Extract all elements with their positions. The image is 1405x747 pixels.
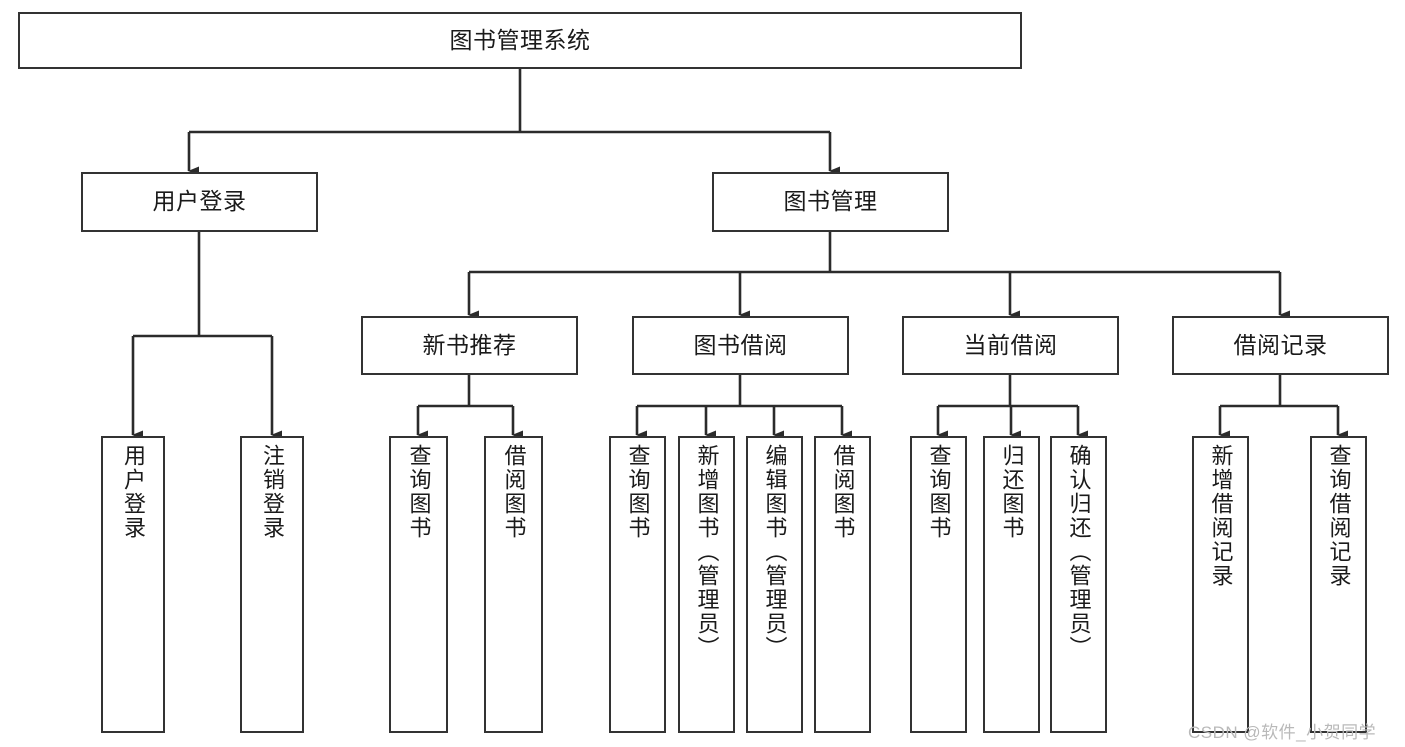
- node-leaf-borrow-book-rec[interactable]: 借阅图书: [484, 436, 543, 733]
- node-leaf-edit-book[interactable]: 编辑图书（管理员）: [746, 436, 803, 733]
- node-leaf-logout[interactable]: 注销登录: [240, 436, 304, 733]
- node-label: 借阅记录: [1233, 331, 1328, 358]
- node-label: 确认归还（管理员）: [1066, 444, 1092, 660]
- node-user-login[interactable]: 用户登录: [81, 172, 318, 232]
- node-new-book-rec[interactable]: 新书推荐: [361, 316, 578, 375]
- node-book-borrow[interactable]: 图书借阅: [632, 316, 849, 375]
- node-leaf-query-record[interactable]: 查询借阅记录: [1310, 436, 1367, 733]
- node-leaf-query-book-current[interactable]: 查询图书: [910, 436, 967, 733]
- node-current-borrow[interactable]: 当前借阅: [902, 316, 1119, 375]
- node-label: 当前借阅: [963, 331, 1058, 358]
- node-label: 编辑图书（管理员）: [762, 444, 788, 660]
- node-leaf-user-login[interactable]: 用户登录: [101, 436, 165, 733]
- node-label: 归还图书: [999, 444, 1025, 540]
- node-label: 新书推荐: [422, 331, 517, 358]
- node-label: 新增借阅记录: [1208, 444, 1234, 588]
- node-label: 借阅图书: [501, 444, 527, 540]
- node-label: 借阅图书: [830, 444, 856, 540]
- node-book-manage[interactable]: 图书管理: [712, 172, 949, 232]
- node-label: 查询借阅记录: [1326, 444, 1352, 588]
- node-label: 新增图书（管理员）: [694, 444, 720, 660]
- node-leaf-confirm-return[interactable]: 确认归还（管理员）: [1050, 436, 1107, 733]
- node-label: 用户登录: [152, 188, 247, 215]
- node-leaf-query-book-borrow[interactable]: 查询图书: [609, 436, 666, 733]
- watermark: CSDN @软件_小贺同学: [1188, 723, 1377, 742]
- node-leaf-return-book[interactable]: 归还图书: [983, 436, 1040, 733]
- node-label: 查询图书: [926, 444, 952, 540]
- node-label: 图书管理: [783, 188, 878, 215]
- node-label: 图书借阅: [693, 331, 788, 358]
- node-label: 用户登录: [121, 444, 146, 540]
- node-leaf-query-book-rec[interactable]: 查询图书: [389, 436, 448, 733]
- node-label: 查询图书: [406, 444, 432, 540]
- node-label: 注销登录: [260, 444, 285, 540]
- node-leaf-add-book[interactable]: 新增图书（管理员）: [678, 436, 735, 733]
- node-borrow-record[interactable]: 借阅记录: [1172, 316, 1389, 375]
- node-leaf-add-record[interactable]: 新增借阅记录: [1192, 436, 1249, 733]
- node-label: 查询图书: [625, 444, 651, 540]
- node-label: 图书管理系统: [449, 26, 591, 53]
- node-leaf-borrow-book[interactable]: 借阅图书: [814, 436, 871, 733]
- node-root[interactable]: 图书管理系统: [18, 12, 1022, 69]
